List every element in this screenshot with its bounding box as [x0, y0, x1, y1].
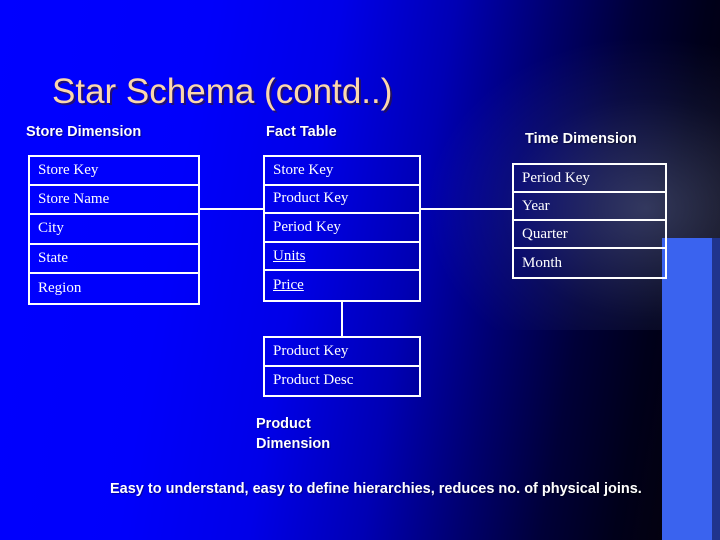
- entity-fact-table: Store Key Product Key Period Key Units P…: [263, 155, 421, 302]
- entity-row-label: City: [38, 220, 64, 237]
- entity-row-label: Region: [38, 279, 82, 296]
- entity-row: City: [30, 215, 198, 245]
- entity-row: Store Name: [30, 186, 198, 216]
- entity-store-dimension: Store Key Store Name City State Region: [28, 155, 200, 305]
- entity-row: Price: [265, 271, 419, 300]
- entity-row: Product Key: [265, 338, 419, 367]
- entity-row: Region: [30, 274, 198, 303]
- entity-row: Period Key: [265, 214, 419, 243]
- heading-fact-table: Fact Table: [266, 124, 337, 140]
- entity-row: Period Key: [514, 165, 665, 193]
- entity-row: Store Key: [30, 157, 198, 187]
- entity-row: Month: [514, 249, 665, 277]
- entity-row-label: Price: [273, 277, 304, 294]
- entity-row: State: [30, 245, 198, 274]
- entity-row: Quarter: [514, 221, 665, 249]
- entity-row-label: Units: [273, 247, 306, 264]
- connector-store-to-fact: [200, 208, 264, 210]
- entity-row: Store Key: [265, 157, 419, 186]
- connector-fact-to-product: [341, 302, 343, 337]
- entity-row-label: Quarter: [522, 225, 568, 242]
- heading-store-dimension: Store Dimension: [26, 124, 142, 140]
- entity-row-label: Product Key: [273, 190, 349, 207]
- entity-time-dimension: Period Key Year Quarter Month: [512, 163, 667, 279]
- heading-time-dimension: Time Dimension: [525, 131, 637, 147]
- entity-row-label: State: [38, 249, 68, 266]
- entity-row-label: Store Name: [38, 191, 110, 208]
- footnote-text: Easy to understand, easy to define hiera…: [110, 481, 642, 497]
- entity-row: Product Desc: [265, 367, 419, 396]
- entity-row-label: Product Key: [273, 342, 349, 359]
- entity-row-label: Year: [522, 197, 550, 214]
- page-title: Star Schema (contd..): [52, 72, 393, 111]
- entity-row-label: Store Key: [38, 162, 99, 179]
- connector-fact-to-time: [421, 208, 513, 210]
- entity-row-label: Period Key: [522, 169, 590, 186]
- caption-product-dimension: Product Dimension: [256, 416, 331, 452]
- entity-row-label: Month: [522, 254, 563, 271]
- entity-row-label: Product Desc: [273, 372, 354, 389]
- entity-row: Units: [265, 243, 419, 272]
- entity-row-label: Period Key: [273, 218, 341, 235]
- entity-product-dimension: Product Key Product Desc: [263, 336, 421, 397]
- entity-row: Product Key: [265, 186, 419, 215]
- entity-row: Year: [514, 193, 665, 221]
- entity-row-label: Store Key: [273, 161, 334, 178]
